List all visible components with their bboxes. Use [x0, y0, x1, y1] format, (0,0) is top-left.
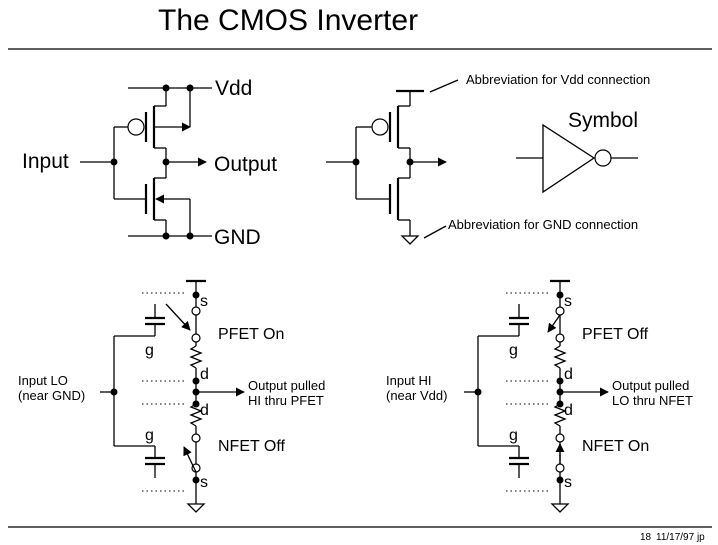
input-hi-sublabel: (near Vdd): [386, 388, 447, 403]
source-label: s: [200, 293, 208, 310]
output-pulled-label: Output pulled: [612, 378, 689, 393]
gnd-label: GND: [214, 226, 261, 249]
input-lo-circuit: [100, 279, 245, 513]
output-pulled-sublabel: HI thru PFET: [248, 393, 324, 408]
input-lo-label: Input LO: [18, 373, 68, 388]
footer-date: 11/17/97 jp: [656, 532, 705, 543]
output-label: Output: [214, 153, 277, 176]
drain-label: d: [200, 402, 209, 419]
nfet-resistor: [553, 403, 567, 427]
gate-label: g: [509, 342, 518, 359]
gate-label: g: [145, 342, 154, 359]
symbol-label: Symbol: [568, 109, 638, 132]
gnd-triangle-icon: [400, 235, 420, 245]
inverter-schematic: [80, 84, 212, 240]
source-label: s: [564, 293, 572, 310]
page-title: The CMOS Inverter: [158, 4, 418, 37]
input-lo-sublabel: (near GND): [18, 388, 85, 403]
nfet-switch-open: [183, 446, 197, 473]
abbreviated-inverter: [326, 79, 459, 245]
pfet-state-label: PFET Off: [582, 326, 649, 343]
gate-label: g: [509, 427, 518, 444]
nfet-state-label: NFET Off: [218, 438, 286, 455]
source-label: s: [564, 474, 572, 491]
pfet-switch-closed: [165, 303, 191, 331]
pfet-state-label: PFET On: [218, 326, 284, 343]
output-pulled-sublabel: LO thru NFET: [612, 393, 693, 408]
page-number: 18: [640, 532, 652, 543]
pfet-bubble: [127, 118, 145, 136]
input-label: Input: [22, 150, 69, 173]
vdd-label: Vdd: [215, 77, 252, 100]
drain-label: d: [200, 366, 209, 383]
pfet-resistor: [553, 345, 567, 369]
source-label: s: [200, 474, 208, 491]
gate-label: g: [145, 427, 154, 444]
input-hi-circuit: [464, 279, 609, 513]
gnd-abbrev-note: Abbreviation for GND connection: [448, 217, 638, 232]
gnd-triangle-icon: [550, 503, 570, 513]
inverter-symbol-icon: [516, 123, 638, 194]
drain-label: d: [564, 366, 573, 383]
pfet-resistor: [189, 345, 203, 369]
output-pulled-label: Output pulled: [248, 378, 325, 393]
input-hi-label: Input HI: [386, 373, 432, 388]
nfet-resistor: [189, 403, 203, 427]
gnd-triangle-icon: [186, 503, 206, 513]
vdd-abbrev-note: Abbreviation for Vdd connection: [466, 72, 650, 87]
pfet-switch-open: [547, 314, 561, 333]
drain-label: d: [564, 402, 573, 419]
nfet-state-label: NFET On: [582, 438, 649, 455]
